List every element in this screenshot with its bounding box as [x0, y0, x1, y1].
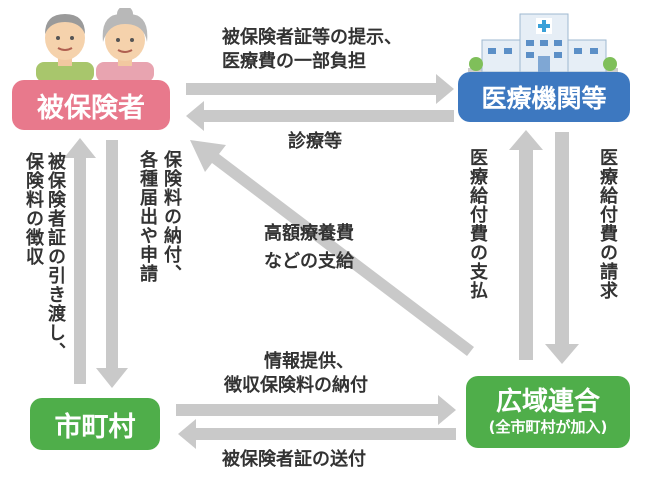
right-up-label: 医療給付費の支払 [467, 148, 488, 300]
municipality-box: 市町村 [30, 398, 160, 450]
left-down-label-col2: 各種届出や申請 [137, 150, 158, 283]
arrow-union-to-insured [190, 140, 474, 356]
medical-institution-box: 医療機関等 [458, 72, 630, 122]
top-forward-label-line2: 医療費の一部負担 [222, 51, 366, 72]
arrow-union-to-muni [178, 419, 456, 449]
arrow-insured-to-muni [96, 140, 128, 388]
arrow-muni-to-union [176, 395, 456, 425]
diagonal-label-line2: などの支給 [264, 251, 354, 272]
municipality-label: 市町村 [54, 411, 136, 443]
bottom-forward-label-line1: 情報提供、 [264, 351, 354, 372]
elderly-couple-icon [36, 8, 154, 82]
hospital-icon [468, 13, 618, 72]
right-down-label: 医療給付費の請求 [597, 148, 618, 300]
left-down-label-col1: 保険料の納付、 [161, 150, 182, 283]
regional-union-box: 広域連合 (全市町村が加入) [466, 376, 630, 448]
arrow-muni-to-insured [64, 138, 96, 384]
regional-union-label: 広域連合 [495, 387, 600, 417]
regional-union-sublabel: (全市町村が加入) [488, 418, 608, 436]
left-up-label-col2: 保険料の徴収 [23, 152, 44, 266]
insured-label: 被保険者 [37, 92, 145, 124]
arrow-insured-to-medical [186, 74, 454, 104]
diagonal-label-line1: 高額療養費 [264, 223, 354, 244]
top-back-label: 診療等 [288, 131, 342, 152]
top-forward-label-line1: 被保険者証等の提示、 [222, 27, 402, 48]
bottom-back-label: 被保険者証の送付 [222, 449, 366, 470]
bottom-forward-label-line2: 徴収保険料の納付 [224, 375, 368, 396]
left-up-label-col1: 被保険者証の引き渡し、 [45, 152, 66, 361]
arrow-medical-to-insured [186, 101, 454, 131]
medical-institution-label: 医療機関等 [481, 84, 607, 113]
insured-box: 被保険者 [12, 80, 170, 130]
arrow-union-to-medical [509, 130, 543, 360]
arrow-medical-to-union [545, 132, 579, 364]
